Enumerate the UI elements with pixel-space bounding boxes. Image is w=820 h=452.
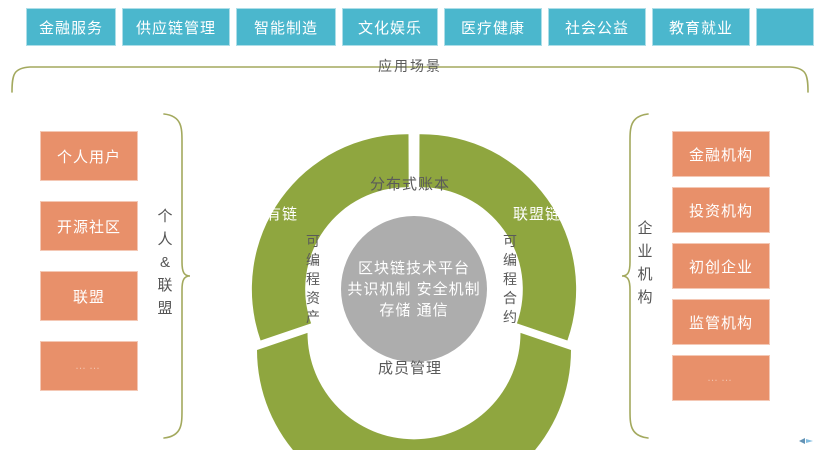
tag-education-employment[interactable]: 教育就业 xyxy=(652,8,750,46)
label-programmable-assets: 可 编 程 资 产 xyxy=(303,232,323,327)
segment-label: 联盟链 xyxy=(513,206,562,223)
right-box-startup-enterprise[interactable]: 初创企业 xyxy=(672,243,770,289)
tag-label: 供应链管理 xyxy=(135,19,216,37)
left-group-label-char: 盟 xyxy=(157,300,173,317)
application-scenario-tag-row: 金融服务 供应链管理 智能制造 文化娱乐 医疗健康 社会公益 教育就业 xyxy=(0,0,820,52)
tag-placeholder[interactable] xyxy=(756,8,814,46)
label-consortium-chain: 联盟链 xyxy=(513,203,561,224)
left-box-alliance[interactable]: 联盟 xyxy=(40,271,138,321)
vertical-char: 产 xyxy=(306,309,320,325)
segment-consortium-chain xyxy=(419,134,577,341)
tag-culture-entertainment[interactable]: 文化娱乐 xyxy=(342,8,438,46)
box-label: …… xyxy=(75,360,103,372)
right-group-label-char: 业 xyxy=(637,243,653,260)
right-group-label-char: 构 xyxy=(637,289,653,306)
tag-label: 金融服务 xyxy=(38,19,103,37)
left-group-bracket xyxy=(163,113,191,439)
watermark-icon xyxy=(799,438,813,444)
vertical-char: 合 xyxy=(503,290,517,306)
application-scenario-label: 应用场景 xyxy=(378,58,442,74)
label-member-management: 成员管理 xyxy=(0,357,820,378)
left-box-individual-user[interactable]: 个人用户 xyxy=(40,131,138,181)
left-group-label-char: 个 xyxy=(157,208,173,225)
tag-finance[interactable]: 金融服务 xyxy=(26,8,116,46)
core-circle xyxy=(341,216,487,362)
tag-medical-health[interactable]: 医疗健康 xyxy=(444,8,542,46)
middle-ring-label: 成员管理 xyxy=(377,360,442,377)
box-label: 开源社区 xyxy=(56,218,121,236)
box-label: 个人用户 xyxy=(56,148,121,166)
application-scenario-bracket xyxy=(11,66,809,93)
right-group-bracket xyxy=(621,113,649,439)
tag-supply-chain[interactable]: 供应链管理 xyxy=(122,8,230,46)
right-box-regulatory-institution[interactable]: 监管机构 xyxy=(672,299,770,345)
segment-private-chain xyxy=(257,332,571,450)
vertical-char: 编 xyxy=(306,252,320,268)
label-private-chain: 专有链 xyxy=(0,410,820,431)
right-box-ellipsis[interactable]: …… xyxy=(672,355,770,401)
tag-label: 医疗健康 xyxy=(460,19,525,37)
label-programmable-contracts: 可 编 程 合 约 xyxy=(500,232,520,327)
right-group-label-char: 企 xyxy=(637,220,653,237)
middle-ring-label: 分布式账本 xyxy=(369,176,450,193)
left-group-label-char: 联 xyxy=(157,277,173,294)
vertical-char: 程 xyxy=(306,271,320,287)
segment-label: 专有链 xyxy=(385,413,434,430)
vertical-char: 程 xyxy=(503,271,517,287)
outer-ring-segments xyxy=(251,134,577,450)
tag-label: 文化娱乐 xyxy=(357,19,422,37)
left-box-ellipsis[interactable]: …… xyxy=(40,341,138,391)
right-box-investment-institution[interactable]: 投资机构 xyxy=(672,187,770,233)
label-public-chain: 公有链 xyxy=(250,203,298,224)
label-distributed-ledger: 分布式账本 xyxy=(0,173,820,194)
vertical-char: 编 xyxy=(503,252,517,268)
box-label: 金融机构 xyxy=(688,146,753,164)
box-label: 初创企业 xyxy=(688,258,753,276)
vertical-char: 可 xyxy=(306,233,320,249)
segment-label: 公有链 xyxy=(250,206,299,223)
tag-label: 社会公益 xyxy=(564,19,629,37)
vertical-char: 约 xyxy=(503,309,517,325)
left-group-label-char: 人 xyxy=(157,231,173,248)
left-group-label: 个 人 & 联 盟 xyxy=(152,205,178,320)
left-box-open-source-community[interactable]: 开源社区 xyxy=(40,201,138,251)
tag-social-welfare[interactable]: 社会公益 xyxy=(548,8,646,46)
left-group-label-char: & xyxy=(159,254,170,271)
box-label: …… xyxy=(707,372,735,384)
box-label: 联盟 xyxy=(72,288,105,306)
vertical-char: 资 xyxy=(306,290,320,306)
vertical-char: 可 xyxy=(503,233,517,249)
right-group-label-char: 机 xyxy=(637,266,653,283)
blockchain-ring-diagram xyxy=(251,134,577,450)
segment-public-chain xyxy=(251,134,409,341)
right-box-financial-institution[interactable]: 金融机构 xyxy=(672,131,770,177)
box-label: 投资机构 xyxy=(688,202,753,220)
tag-label: 教育就业 xyxy=(668,19,733,37)
right-group-label: 企 业 机 构 xyxy=(632,217,658,309)
tag-label: 智能制造 xyxy=(253,19,318,37)
tag-smart-manufacturing[interactable]: 智能制造 xyxy=(236,8,336,46)
box-label: 监管机构 xyxy=(688,314,753,332)
